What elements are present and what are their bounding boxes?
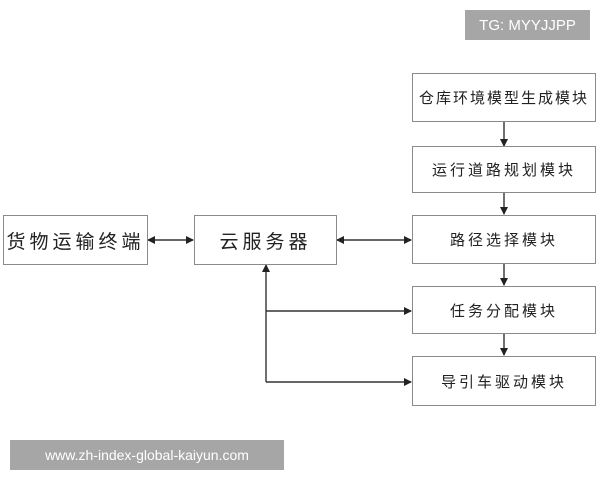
node-label: 货物运输终端 (6, 230, 145, 253)
node-task-allocation-module: 任务分配模块 (412, 286, 596, 334)
node-label: 导引车驱动模块 (440, 372, 567, 391)
node-warehouse-env-model-module: 仓库环境模型生成模块 (412, 73, 596, 122)
watermark-text: TG: MYYJJPP (479, 16, 576, 34)
node-label: 仓库环境模型生成模块 (418, 89, 589, 107)
node-road-planning-module: 运行道路规划模块 (412, 146, 596, 193)
watermark-bottom-left: www.zh-index-global-kaiyun.com (10, 440, 284, 470)
node-cloud-server: 云服务器 (194, 215, 337, 265)
node-agv-driver-module: 导引车驱动模块 (412, 356, 596, 406)
node-label: 运行道路规划模块 (431, 161, 576, 179)
node-label: 任务分配模块 (449, 301, 558, 320)
watermark-top-right: TG: MYYJJPP (465, 10, 590, 40)
node-path-selection-module: 路径选择模块 (412, 215, 596, 264)
node-label: 路径选择模块 (449, 231, 558, 249)
watermark-text: www.zh-index-global-kaiyun.com (45, 447, 249, 463)
node-label: 云服务器 (219, 230, 312, 253)
node-cargo-terminal: 货物运输终端 (3, 215, 148, 265)
